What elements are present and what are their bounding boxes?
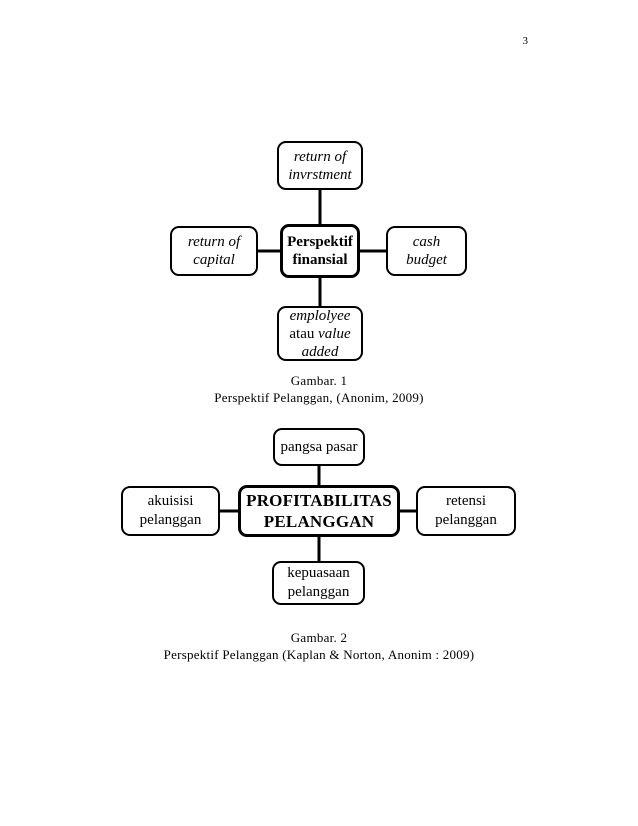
caption-line-2: Perspektif Pelanggan, (Anonim, 2009) bbox=[214, 390, 424, 405]
figure-1-caption: Gambar. 1 Perspektif Pelanggan, (Anonim,… bbox=[0, 372, 638, 406]
caption-line-2: Perspektif Pelanggan (Kaplan & Norton, A… bbox=[163, 647, 475, 662]
caption-line-1: Gambar. 1 bbox=[290, 373, 348, 388]
caption-line-1: Gambar. 2 bbox=[290, 630, 348, 645]
figure-2-node-pangsa-pasar[interactable]: pangsa pasar bbox=[273, 428, 365, 466]
page-number: 3 bbox=[522, 35, 529, 47]
node-text: pangsa pasar bbox=[280, 438, 358, 455]
figure-2-caption: Gambar. 2 Perspektif Pelanggan (Kaplan &… bbox=[0, 629, 638, 663]
